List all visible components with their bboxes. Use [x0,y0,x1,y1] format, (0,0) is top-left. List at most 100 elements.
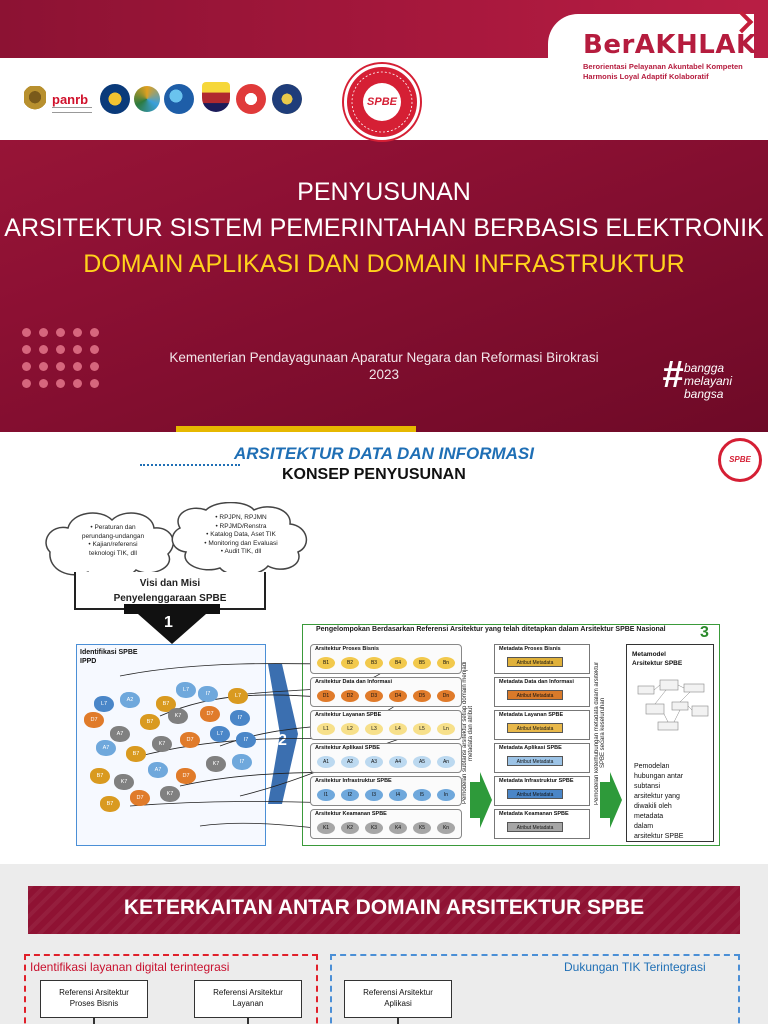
ref-aplikasi-box: Referensi Arsitektur Aplikasi [344,980,452,1018]
cloud-left-text: • Peraturan dan perundang-undangan • Kaj… [81,524,145,557]
architecture-node: B5 [413,657,431,669]
brin-logo-icon [236,84,266,114]
spbe-seal-label: SPBE [729,455,751,464]
spbe-seal-label: SPBE [363,83,401,121]
ref-proses-bisnis-box: Referensi Arsitektur Proses Bisnis [40,980,148,1018]
banner-title: KETERKAITAN ANTAR DOMAIN ARSITEKTUR SPBE [123,896,645,919]
ippd-element-blob: L7 [228,688,248,704]
metadata-attribute: Atribut Metadata [507,657,563,667]
title-slide: BerAKHLAK Berorientasi Pelayanan Akuntab… [0,0,768,432]
architecture-node: A1 [317,756,335,768]
ippd-element-blob: A7 [148,762,168,778]
architecture-label: Arsitektur Data dan Informasi [315,679,393,685]
metadata-label: Metadata Layanan SPBE [499,712,564,718]
metadata-attribute: Atribut Metadata [507,789,563,799]
metadata-label: Metadata Data dan Informasi [499,679,574,685]
bssn-logo-icon [272,84,302,114]
ippd-element-blob: B7 [156,696,176,712]
ippd-element-blob: B7 [126,746,146,762]
spbe-seal-icon: SPBE [344,64,420,140]
berakhlak-line-2: Harmonis Loyal Adaptif Kolaboratif [583,72,709,81]
architecture-node: A3 [365,756,383,768]
berakhlak-title: BerAKHLAK [583,30,757,60]
ippd-element-blob: A7 [110,726,130,742]
architecture-node: K3 [365,822,383,834]
step-2-label: 2 [278,732,287,749]
berakhlak-line-1: Berorientasi Pelayanan Akuntabel Kompete… [583,62,743,71]
ippd-element-blob: D7 [176,768,196,784]
step-1-label: 1 [164,614,173,631]
ippd-element-blob: B7 [100,796,120,812]
architecture-node: B4 [389,657,407,669]
metamodel-description: Pemodelan hubungan antar subtansi arsite… [634,763,684,840]
bappenas-logo-icon [134,86,160,112]
kemenkeu-logo-icon [100,84,130,114]
decorative-dot-grid [22,328,102,396]
connector-stub [93,1018,95,1024]
architecture-node: D3 [365,690,383,702]
layanan-digital-label: Identifikasi layanan digital terintegras… [30,960,230,974]
architecture-node: I1 [317,789,335,801]
architecture-node: B3 [365,657,383,669]
ippd-element-blob: K7 [160,786,180,802]
domain-linkage-slide: KETERKAITAN ANTAR DOMAIN ARSITEKTUR SPBE… [0,864,768,1024]
architecture-node: L3 [365,723,383,735]
architecture-node: B1 [317,657,335,669]
connector-stub [397,1018,399,1024]
concept-slide: ARSITEKTUR DATA DAN INFORMASI KONSEP PEN… [0,432,768,864]
architecture-node: I2 [341,789,359,801]
architecture-node: Dn [437,690,455,702]
architecture-node: Ln [437,723,455,735]
step-3-label: 3 [700,624,709,641]
title-line-3: DOMAIN APLIKASI DAN DOMAIN INFRASTRUKTUR [83,250,685,278]
spbe-seal-icon: SPBE [718,438,762,482]
ippd-element-blob: D7 [130,790,150,806]
architecture-node: L5 [413,723,431,735]
architecture-label: Arsitektur Proses Bisnis [315,646,379,652]
accent-underline [176,426,416,432]
metadata-attribute: Atribut Metadata [507,756,563,766]
architecture-node: D2 [341,690,359,702]
architecture-node: L4 [389,723,407,735]
metadata-label: Metadata Proses Bisnis [499,646,561,652]
metamodel-diagram-icon [637,679,709,731]
ippd-element-blob: L7 [94,696,114,712]
architecture-node: D5 [413,690,431,702]
visi-misi-text: Visi dan Misi Penyelenggaraan SPBE [113,578,227,604]
tagline-3: bangsa [684,387,724,401]
architecture-node: K5 [413,822,431,834]
architecture-node: D4 [389,690,407,702]
ref-layanan-box: Referensi Arsitektur Layanan [194,980,302,1018]
architecture-node: A2 [341,756,359,768]
metadata-label: Metadata Infrastruktur SPBE [499,778,574,784]
metamodel-box [626,644,714,842]
panrb-logo: panrb [52,92,89,107]
grouping-title: Pengelompokan Berdasarkan Referensi Arsi… [316,626,666,633]
ippd-element-blob: K7 [206,756,226,772]
arrow-down-icon [124,604,220,644]
berakhlak-card [548,14,754,114]
metamodel-title: Metamodel Arsitektur SPBE [632,651,683,667]
hashtag-icon: # [662,354,684,396]
ippd-element-blob: L7 [176,682,196,698]
ippd-element-blob: B7 [140,714,160,730]
architecture-label: Arsitektur Layanan SPBE [315,712,382,718]
slide-title: ARSITEKTUR DATA DAN INFORMASI [234,444,534,463]
ippd-element-blob: B7 [90,768,110,784]
architecture-node: A4 [389,756,407,768]
banner-pattern [28,886,740,934]
panrb-subtext [52,107,92,113]
ippd-label: Identifikasi SPBE IPPD [80,649,138,665]
ippd-element-blob: I7 [236,732,256,748]
architecture-label: Arsitektur Aplikasi SPBE [315,745,380,751]
architecture-node: D1 [317,690,335,702]
dukungan-tik-group [330,954,740,1024]
cloud-right-text: • RPJPN, RPJMN • RPJMD/Renstra • Katalog… [204,514,278,555]
ippd-element-blob: D7 [84,712,104,728]
ippd-element-blob: D7 [180,732,200,748]
title-line-1: PENYUSUNAN [297,178,471,206]
